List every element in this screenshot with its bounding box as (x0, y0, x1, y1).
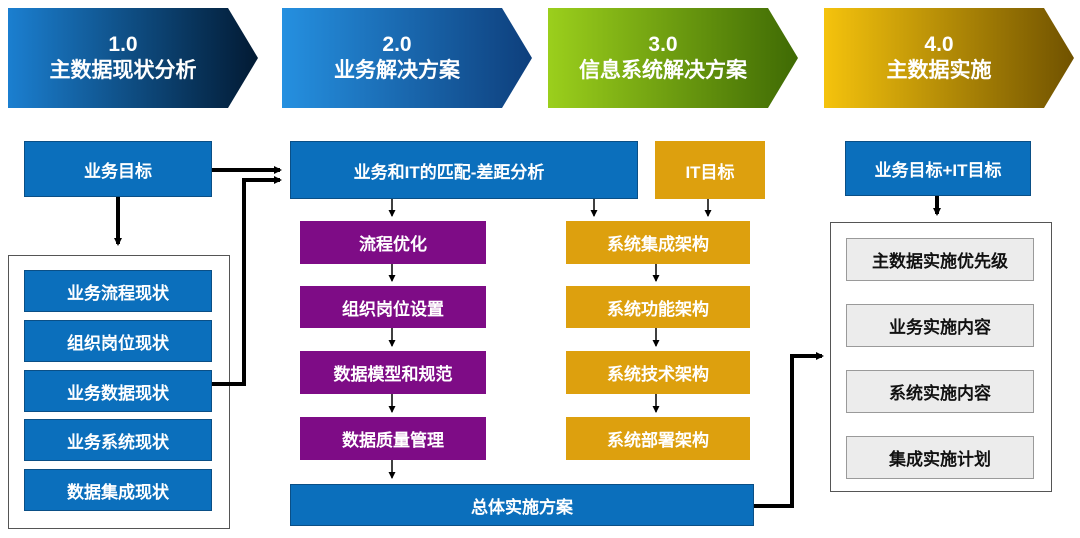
phase-3-arrow: 3.0 信息系统解决方案 (548, 8, 798, 108)
combined-goal-box: 业务目标+IT目标 (845, 141, 1031, 196)
phase-2-title: 业务解决方案 (334, 59, 460, 82)
gap-analysis-box: 业务和IT的匹配-差距分析 (290, 141, 638, 199)
current-state-item-1: 业务流程现状 (24, 270, 212, 312)
solution-item-2: 组织岗位设置 (300, 286, 486, 328)
architecture-item-4: 系统部署架构 (566, 417, 750, 460)
phase-4-number: 4.0 (924, 32, 954, 56)
phase-4-title: 主数据实施 (886, 59, 992, 82)
current-state-item-3: 业务数据现状 (24, 370, 212, 412)
architecture-item-2: 系统功能架构 (566, 286, 750, 328)
phase-1-arrow: 1.0 主数据现状分析 (8, 8, 258, 108)
current-state-item-2: 组织岗位现状 (24, 320, 212, 362)
current-state-item-4: 业务系统现状 (24, 419, 212, 461)
phase-2-number: 2.0 (382, 32, 412, 56)
arrow-data-status-to-gap-analysis (212, 176, 282, 386)
solution-item-1: 流程优化 (300, 221, 486, 264)
phase-3-title: 信息系统解决方案 (579, 59, 747, 82)
phase-1-number: 1.0 (108, 32, 138, 56)
solution-item-4: 数据质量管理 (300, 417, 486, 460)
implementation-item-2: 业务实施内容 (846, 304, 1034, 347)
solution-item-3: 数据模型和规范 (300, 351, 486, 394)
business-goal-box: 业务目标 (24, 141, 212, 197)
implementation-item-3: 系统实施内容 (846, 370, 1034, 413)
architecture-item-1: 系统集成架构 (566, 221, 750, 264)
phase-3-number: 3.0 (648, 32, 678, 56)
phase-1-title: 主数据现状分析 (49, 59, 197, 82)
implementation-item-1: 主数据实施优先级 (846, 238, 1034, 281)
it-goal-box: IT目标 (655, 141, 765, 199)
current-state-item-5: 数据集成现状 (24, 469, 212, 511)
architecture-item-3: 系统技术架构 (566, 351, 750, 394)
overall-plan-box: 总体实施方案 (290, 484, 754, 526)
phase-2-arrow: 2.0 业务解决方案 (282, 8, 532, 108)
implementation-item-4: 集成实施计划 (846, 436, 1034, 479)
arrow-plan-to-implementation (754, 352, 824, 508)
phase-4-arrow: 4.0 主数据实施 (824, 8, 1074, 108)
